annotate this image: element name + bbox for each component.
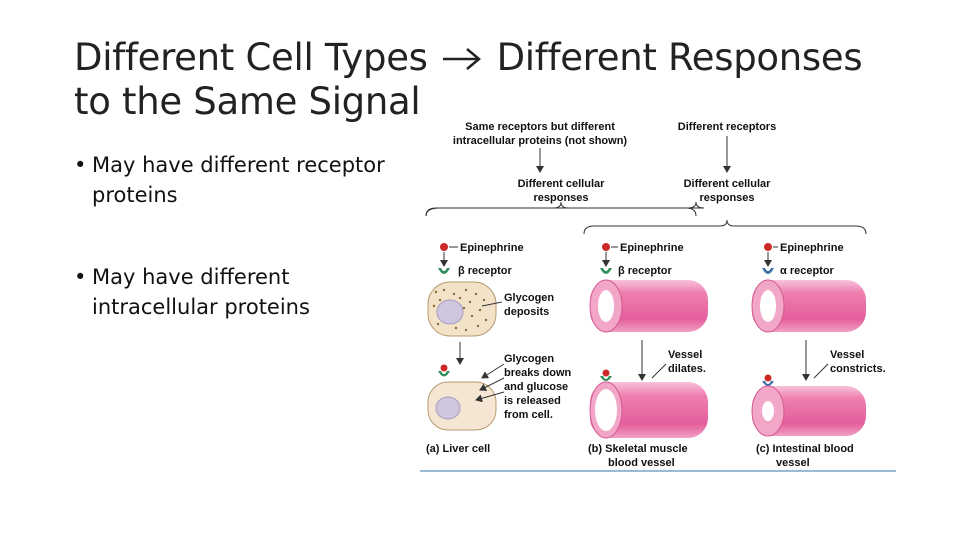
glycogen-dots [432, 288, 488, 332]
bullet-dot: • [74, 265, 87, 289]
constricts-line2: constricts. [830, 363, 886, 375]
leader-line [481, 301, 503, 307]
brace-left [425, 201, 705, 217]
leader-line [813, 363, 829, 379]
breakdown-line2: breaks down [504, 367, 572, 379]
beta-receptor-icon [600, 376, 612, 381]
epinephrine-label: Epinephrine [620, 242, 684, 254]
glycogen-label-2: deposits [504, 306, 549, 318]
caption-c-line2: vessel [776, 457, 810, 469]
vessel-lumen [762, 401, 774, 421]
caption-b-line2: blood vessel [608, 457, 675, 469]
epinephrine-ligand-icon [602, 369, 610, 377]
epinephrine-ligand-icon [602, 243, 610, 251]
vessel-lumen [598, 290, 614, 322]
beta-receptor-label: β receptor [458, 265, 513, 277]
epinephrine-label: Epinephrine [460, 242, 524, 254]
alpha-receptor-label: α receptor [780, 265, 835, 277]
header-right: Different receptors [678, 121, 776, 133]
liver-cell-column: Epinephrine β receptor Glycogen deposits [426, 242, 572, 455]
alpha-receptor-icon [762, 268, 774, 274]
intestinal-column: Epinephrine α receptor Vessel constricts… [751, 242, 886, 469]
leader-line [651, 363, 667, 379]
cell-response-figure: Same receptors but different intracellul… [420, 121, 896, 472]
constricts-line1: Vessel [830, 349, 864, 361]
bullet-dot: • [74, 153, 87, 177]
epinephrine-ligand-icon [440, 243, 448, 251]
release-arrows [475, 363, 505, 403]
slide-title: Different Cell Types Different Responses… [74, 36, 904, 124]
mid-left-line1: Different cellular [518, 178, 606, 190]
beta-receptor-icon [600, 268, 612, 274]
epinephrine-ligand-icon [440, 364, 448, 372]
glycogen-label-1: Glycogen [504, 292, 554, 304]
caption-c-line1: (c) Intestinal blood [756, 443, 854, 455]
bullet-text: May have different receptor proteins [92, 153, 385, 207]
epinephrine-ligand-icon [764, 243, 772, 251]
epinephrine-label: Epinephrine [780, 242, 844, 254]
epinephrine-ligand-icon [764, 374, 772, 382]
breakdown-line4: is released [504, 395, 561, 407]
caption-a: (a) Liver cell [426, 443, 490, 455]
vessel-lumen [760, 290, 776, 322]
nucleus [436, 299, 464, 325]
brace-right [583, 219, 867, 235]
bullet-list: • May have different receptor proteins •… [74, 150, 414, 374]
vessel-lumen [595, 389, 617, 431]
right-arrow-icon [443, 48, 482, 70]
mid-left-line2: responses [533, 192, 588, 204]
bullet-item: • May have different intracellular prote… [74, 262, 414, 322]
header-left-line2: intracellular proteins (not shown) [453, 135, 628, 147]
beta-receptor-label: β receptor [618, 265, 673, 277]
caption-b-line1: (b) Skeletal muscle [588, 443, 688, 455]
bullet-item: • May have different receptor proteins [74, 150, 414, 210]
nucleus [435, 396, 461, 420]
title-part1: Different Cell Types [74, 36, 428, 79]
alpha-receptor-icon [762, 381, 774, 386]
breakdown-line3: and glucose [504, 381, 568, 393]
beta-receptor-icon [438, 268, 450, 274]
bullet-text: May have different intracellular protein… [92, 265, 310, 319]
dilates-line1: Vessel [668, 349, 702, 361]
breakdown-line1: Glycogen [504, 353, 554, 365]
brace-left [425, 201, 697, 217]
mid-right-line2: responses [699, 192, 754, 204]
mid-right-line1: Different cellular [684, 178, 772, 190]
header-left-line1: Same receptors but different [465, 121, 615, 133]
beta-receptor-icon [438, 371, 450, 377]
breakdown-line5: from cell. [504, 409, 553, 421]
skeletal-muscle-column: Epinephrine β receptor Vessel dilates. (… [588, 242, 708, 469]
title-part2: Different Responses to the Same Signal [74, 36, 863, 123]
dilates-line2: dilates. [668, 363, 706, 375]
